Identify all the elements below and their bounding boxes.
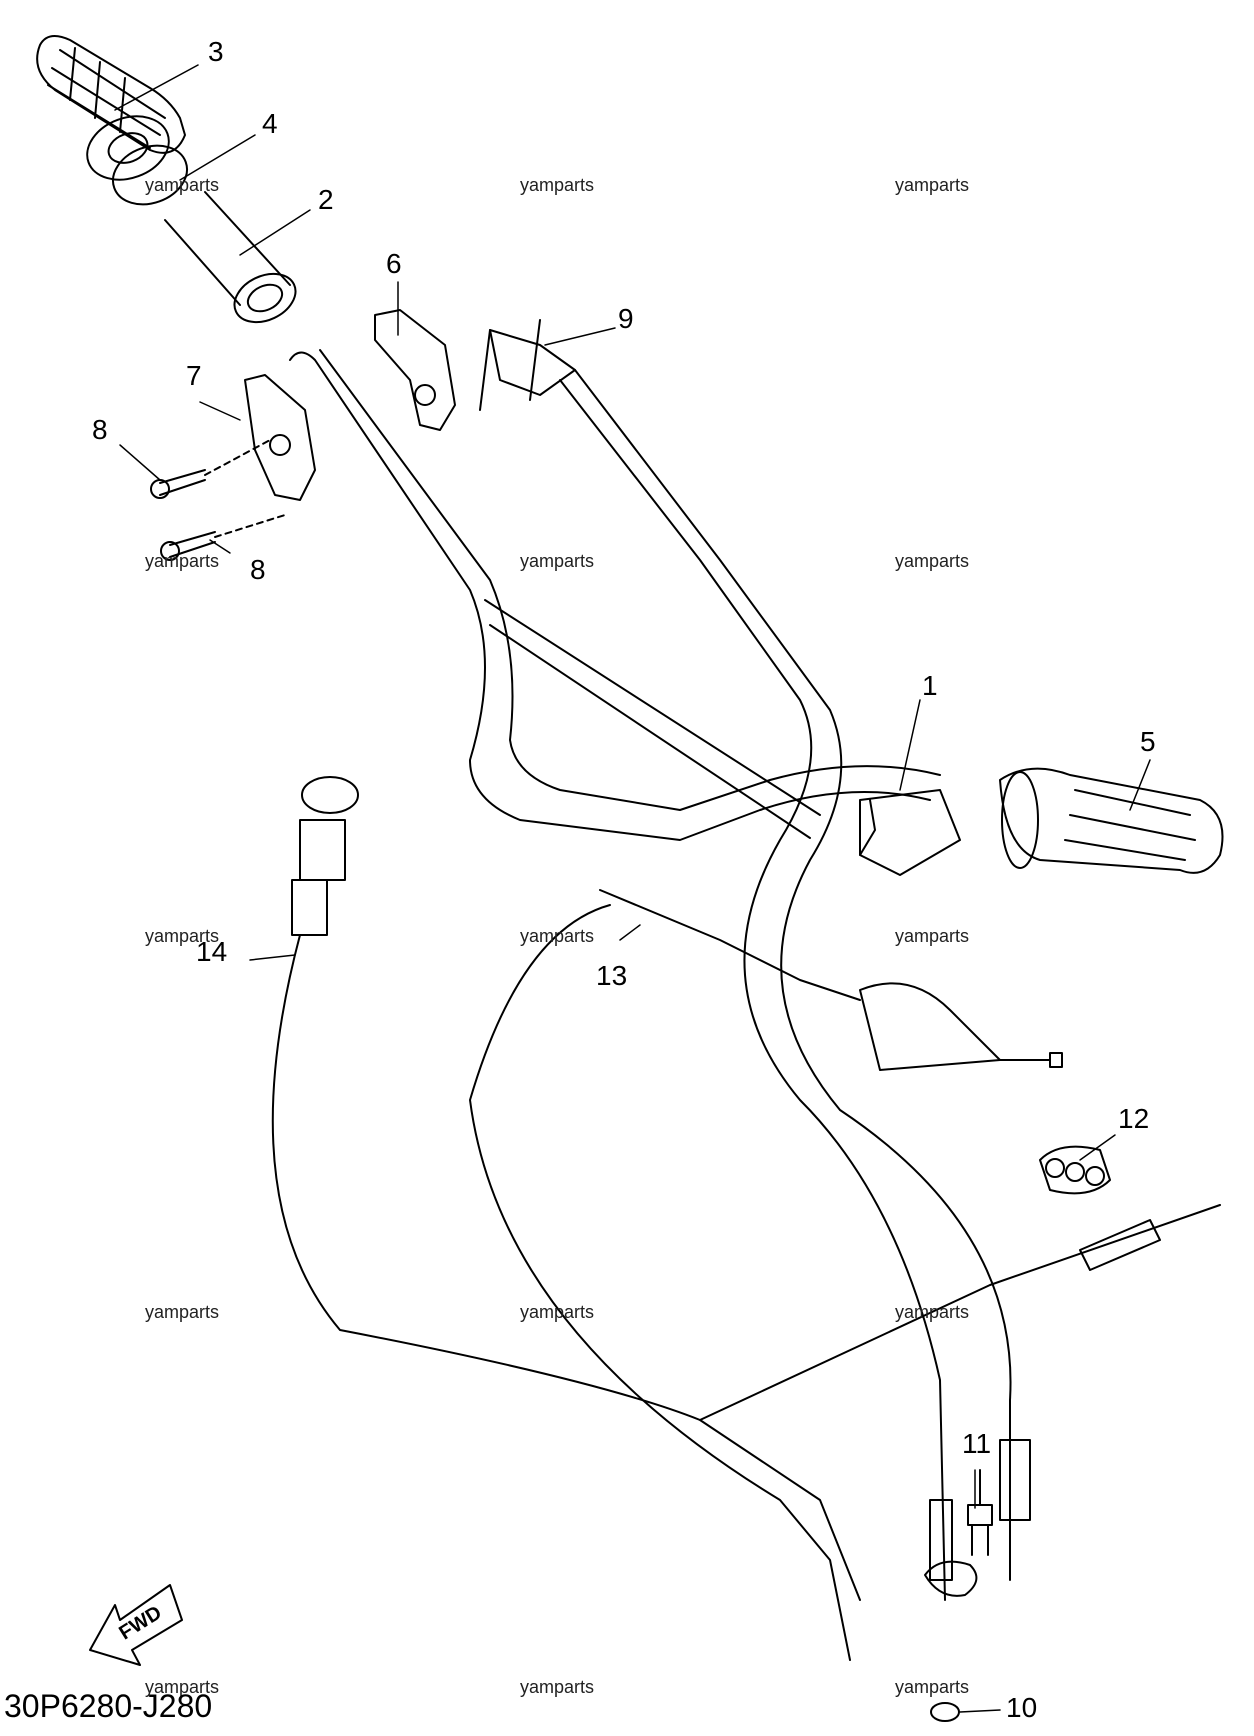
right-grip — [859, 767, 1224, 876]
left-grip — [36, 35, 186, 154]
callout-12: 12 — [1118, 1103, 1150, 1134]
callout-8a: 8 — [92, 414, 108, 445]
diagram-code: 30P6280-J280 — [4, 1688, 213, 1724]
callout-2: 2 — [318, 184, 334, 215]
clutch-cable — [699, 1204, 1221, 1421]
watermark: yamparts — [895, 551, 970, 571]
watermark: yamparts — [520, 551, 595, 571]
watermark: yamparts — [895, 1302, 970, 1322]
lever-cable — [469, 889, 1063, 1661]
watermark: yamparts — [520, 926, 595, 946]
watermark: yamparts — [895, 175, 970, 195]
callout-6: 6 — [386, 248, 402, 279]
leader-lines — [114, 64, 1151, 1713]
callout-7: 7 — [186, 360, 202, 391]
watermark: yamparts — [145, 926, 220, 946]
watermark: yamparts — [895, 1677, 970, 1697]
watermark: yamparts — [520, 1302, 595, 1322]
forward-arrow-icon — [89, 1584, 183, 1666]
choke-knob — [271, 776, 861, 1601]
upper-holder — [374, 309, 456, 431]
watermark: yamparts — [145, 1302, 220, 1322]
callout-1: 1 — [922, 670, 938, 701]
callout-4: 4 — [262, 108, 278, 139]
callout-3: 3 — [208, 36, 224, 67]
watermark: yamparts — [520, 175, 595, 195]
cable-clamp — [1039, 1145, 1111, 1195]
watermark: yamparts — [520, 1677, 595, 1697]
callout-5: 5 — [1140, 726, 1156, 757]
watermark: yamparts — [145, 1677, 220, 1697]
callout-10: 10 — [1006, 1692, 1038, 1723]
callout-11: 11 — [962, 1428, 992, 1459]
throttle-cables — [479, 319, 1031, 1601]
watermark: yamparts — [145, 175, 220, 195]
o-ring — [930, 1702, 960, 1722]
callout-14: 14 — [196, 936, 228, 967]
collar-washer — [86, 115, 188, 206]
lower-holder — [244, 374, 316, 501]
grip-tube — [164, 191, 297, 324]
callout-9: 9 — [618, 303, 634, 334]
bolt-11 — [924, 1469, 993, 1597]
callout-13: 13 — [596, 960, 628, 991]
bolts — [150, 439, 286, 561]
callout-8b: 8 — [250, 554, 266, 585]
watermark: yamparts — [895, 926, 970, 946]
handlebar — [289, 349, 941, 841]
watermark: yamparts — [145, 551, 220, 571]
